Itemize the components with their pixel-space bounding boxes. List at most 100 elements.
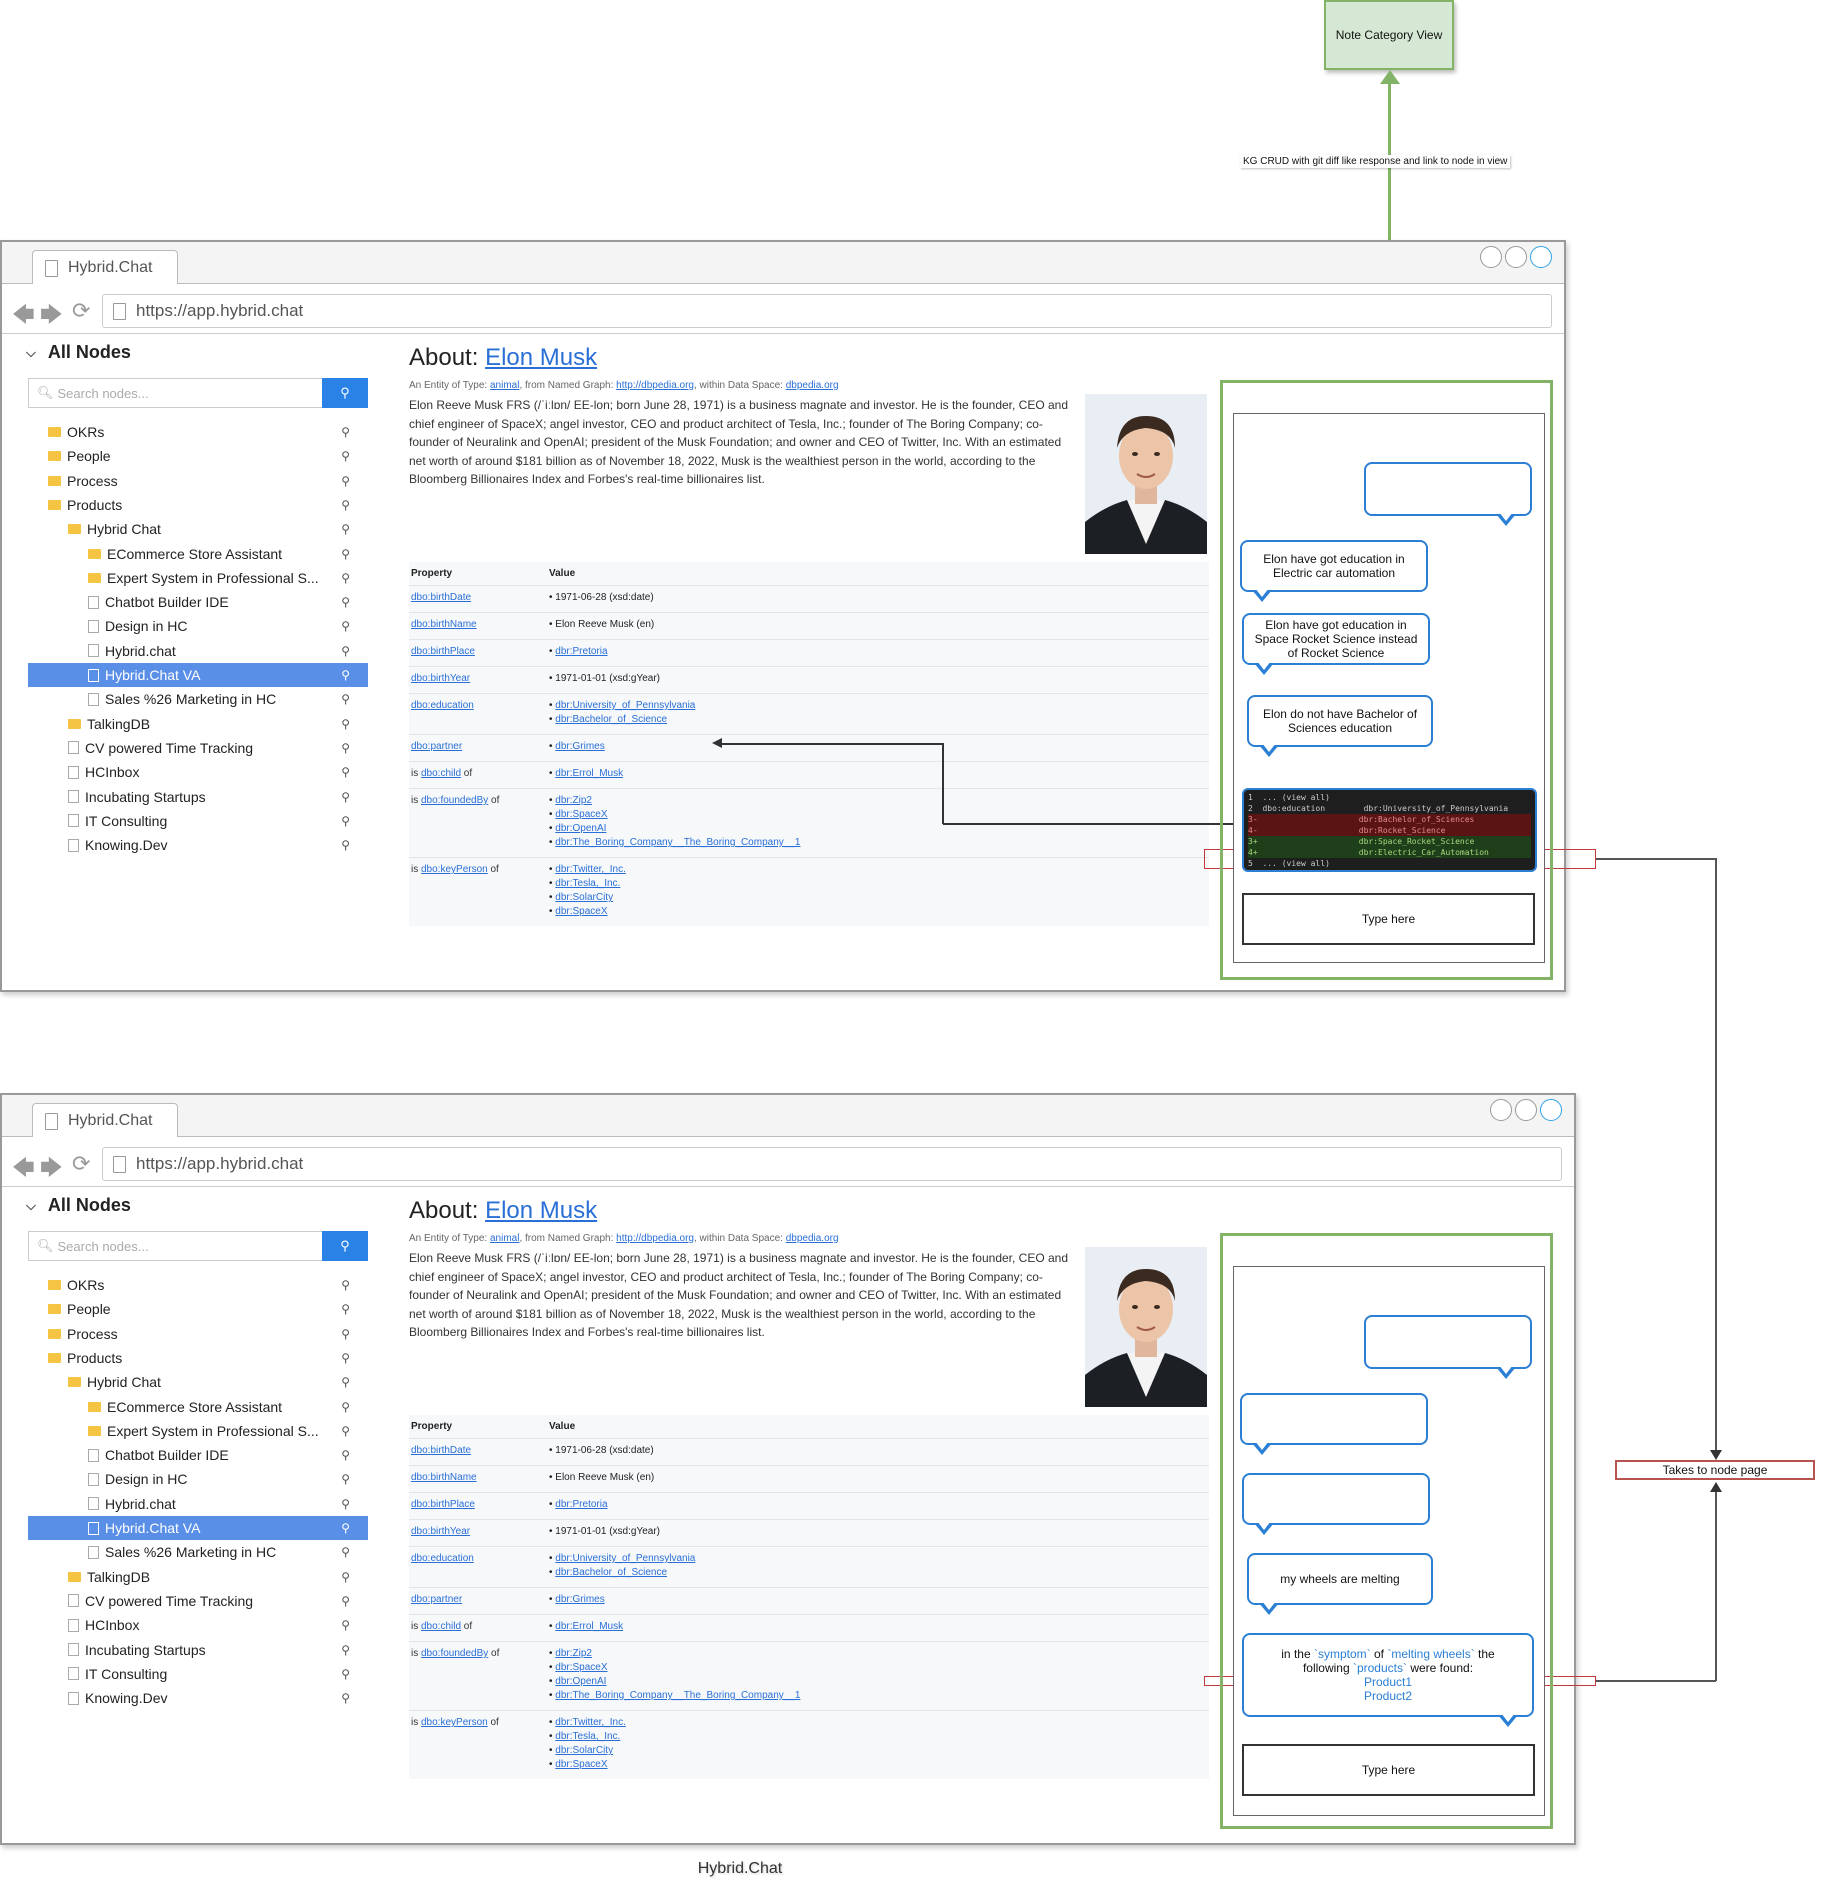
property-link[interactable]: dbo:child bbox=[421, 768, 462, 779]
search-button[interactable]: ⚲ bbox=[322, 1231, 368, 1261]
pin-icon[interactable]: ⚲ bbox=[341, 716, 350, 731]
diff-line[interactable]: 1 ... (view all) bbox=[1248, 793, 1330, 802]
pin-icon[interactable]: ⚲ bbox=[341, 765, 350, 780]
tree-item[interactable]: CV powered Time Tracking⚲ bbox=[28, 1589, 368, 1613]
property-link[interactable]: dbo:child bbox=[421, 1621, 462, 1632]
property-link[interactable]: dbo:keyPerson bbox=[421, 864, 488, 875]
pin-icon[interactable]: ⚲ bbox=[341, 546, 350, 561]
value-link[interactable]: dbr:Bachelor_of_Science bbox=[555, 714, 668, 725]
property-link[interactable]: dbo:education bbox=[411, 1553, 474, 1564]
property-link[interactable]: dbo:birthYear bbox=[411, 673, 471, 684]
entity-type-link[interactable]: animal bbox=[489, 380, 520, 391]
pin-icon[interactable]: ⚲ bbox=[341, 692, 350, 707]
tree-item[interactable]: Hybrid.chat⚲ bbox=[28, 1492, 368, 1516]
tree-item[interactable]: People⚲ bbox=[28, 444, 368, 468]
search-input[interactable]: Search nodes... bbox=[57, 385, 149, 401]
tree-item[interactable]: Knowing.Dev⚲ bbox=[28, 833, 368, 857]
minimize-button[interactable] bbox=[1480, 246, 1502, 268]
data-space-link[interactable]: dbpedia.org bbox=[785, 380, 839, 391]
chat-input[interactable]: Type here bbox=[1242, 893, 1535, 945]
pin-icon[interactable]: ⚲ bbox=[341, 497, 350, 512]
close-button[interactable] bbox=[1530, 246, 1552, 268]
search-input[interactable]: Search nodes... bbox=[57, 1238, 149, 1254]
tree-item[interactable]: HCInbox⚲ bbox=[28, 760, 368, 784]
pin-icon[interactable]: ⚲ bbox=[341, 668, 350, 682]
pin-icon[interactable]: ⚲ bbox=[341, 1302, 350, 1317]
value-link[interactable]: dbr:Errol_Musk bbox=[555, 1621, 624, 1632]
pin-icon[interactable]: ⚲ bbox=[341, 570, 350, 585]
property-link[interactable]: dbo:birthPlace bbox=[411, 646, 475, 657]
pin-icon[interactable]: ⚲ bbox=[341, 1521, 350, 1535]
value-link[interactable]: dbr:SolarCity bbox=[555, 892, 614, 903]
value-link[interactable]: dbr:OpenAI bbox=[555, 823, 607, 834]
property-link[interactable]: dbo:education bbox=[411, 700, 474, 711]
tree-item[interactable]: Hybrid.chat⚲ bbox=[28, 639, 368, 663]
tree-item[interactable]: TalkingDB⚲ bbox=[28, 1565, 368, 1589]
tree-item[interactable]: Sales %26 Marketing in HC⚲ bbox=[28, 1540, 368, 1564]
diff-line[interactable]: 5 ... (view all) bbox=[1248, 859, 1330, 868]
tree-item[interactable]: CV powered Time Tracking⚲ bbox=[28, 736, 368, 760]
tree-item[interactable]: Chatbot Builder IDE⚲ bbox=[28, 1443, 368, 1467]
entity-name-link[interactable]: Elon Musk bbox=[485, 344, 598, 371]
forward-arrow-icon[interactable]: 🡆 bbox=[40, 302, 63, 327]
property-link[interactable]: dbo:foundedBy bbox=[421, 1648, 489, 1659]
close-button[interactable] bbox=[1540, 1099, 1562, 1121]
pin-icon[interactable]: ⚲ bbox=[341, 1691, 350, 1706]
tree-item[interactable]: Hybrid Chat⚲ bbox=[28, 1370, 368, 1394]
browser-tab[interactable]: Hybrid.Chat bbox=[32, 250, 178, 285]
all-nodes-header[interactable]: ⌵All Nodes bbox=[26, 342, 131, 362]
tree-item[interactable]: Design in HC⚲ bbox=[28, 1467, 368, 1491]
pin-icon[interactable]: ⚲ bbox=[341, 1423, 350, 1438]
tree-item[interactable]: ECommerce Store Assistant⚲ bbox=[28, 1395, 368, 1419]
product-link[interactable]: Product2 bbox=[1363, 1689, 1413, 1703]
pin-icon[interactable]: ⚲ bbox=[341, 1618, 350, 1633]
value-link[interactable]: dbr:SpaceX bbox=[555, 906, 608, 917]
product-link[interactable]: Product1 bbox=[1363, 1675, 1413, 1689]
property-link[interactable]: dbo:birthName bbox=[411, 1472, 477, 1483]
pin-icon[interactable]: ⚲ bbox=[341, 522, 350, 537]
pin-icon[interactable]: ⚲ bbox=[341, 789, 350, 804]
tree-item[interactable]: HCInbox⚲ bbox=[28, 1613, 368, 1637]
tree-item[interactable]: Sales %26 Marketing in HC⚲ bbox=[28, 687, 368, 711]
pin-icon[interactable]: ⚲ bbox=[341, 473, 350, 488]
property-link[interactable]: dbo:birthDate bbox=[411, 592, 472, 603]
reload-icon[interactable]: ⟳ bbox=[72, 298, 91, 323]
pin-icon[interactable]: ⚲ bbox=[341, 1593, 350, 1608]
pin-icon[interactable]: ⚲ bbox=[341, 1326, 350, 1341]
address-bar[interactable]: https://app.hybrid.chat bbox=[102, 1147, 1562, 1181]
pin-icon[interactable]: ⚲ bbox=[341, 838, 350, 853]
pin-icon[interactable]: ⚲ bbox=[341, 740, 350, 755]
value-link[interactable]: dbr:SpaceX bbox=[555, 1662, 608, 1673]
tree-item[interactable]: ECommerce Store Assistant⚲ bbox=[28, 542, 368, 566]
pin-icon[interactable]: ⚲ bbox=[341, 1545, 350, 1560]
value-link[interactable]: dbr:Tesla,_Inc. bbox=[555, 878, 621, 889]
forward-arrow-icon[interactable]: 🡆 bbox=[40, 1155, 63, 1180]
tree-item[interactable]: Hybrid.Chat VA⚲ bbox=[28, 663, 368, 687]
value-link[interactable]: dbr:Pretoria bbox=[555, 646, 608, 657]
value-link[interactable]: dbr:University_of_Pennsylvania bbox=[555, 1553, 696, 1564]
entity-type-link[interactable]: animal bbox=[489, 1233, 520, 1244]
tree-item[interactable]: Process⚲ bbox=[28, 469, 368, 493]
tree-item[interactable]: IT Consulting⚲ bbox=[28, 1662, 368, 1686]
pin-icon[interactable]: ⚲ bbox=[341, 595, 350, 610]
property-link[interactable]: dbo:partner bbox=[411, 741, 463, 752]
back-arrow-icon[interactable]: 🡄 bbox=[12, 1155, 35, 1180]
pin-icon[interactable]: ⚲ bbox=[341, 1472, 350, 1487]
value-link[interactable]: dbr:The_Boring_Company__The_Boring_Compa… bbox=[555, 1690, 801, 1701]
property-link[interactable]: dbo:birthYear bbox=[411, 1526, 471, 1537]
tree-item[interactable]: Products⚲ bbox=[28, 1346, 368, 1370]
maximize-button[interactable] bbox=[1505, 246, 1527, 268]
pin-icon[interactable]: ⚲ bbox=[341, 1375, 350, 1390]
minimize-button[interactable] bbox=[1490, 1099, 1512, 1121]
all-nodes-header[interactable]: ⌵All Nodes bbox=[26, 1195, 131, 1215]
tree-item[interactable]: Chatbot Builder IDE⚲ bbox=[28, 590, 368, 614]
value-link[interactable]: dbr:Tesla,_Inc. bbox=[555, 1731, 621, 1742]
reload-icon[interactable]: ⟳ bbox=[72, 1151, 91, 1176]
tree-item[interactable]: Products⚲ bbox=[28, 493, 368, 517]
value-link[interactable]: dbr:Bachelor_of_Science bbox=[555, 1567, 668, 1578]
tree-item[interactable]: TalkingDB⚲ bbox=[28, 712, 368, 736]
pin-icon[interactable]: ⚲ bbox=[341, 813, 350, 828]
named-graph-link[interactable]: http://dbpedia.org bbox=[616, 380, 694, 391]
tree-item[interactable]: Knowing.Dev⚲ bbox=[28, 1686, 368, 1710]
property-link[interactable]: dbo:foundedBy bbox=[421, 795, 489, 806]
